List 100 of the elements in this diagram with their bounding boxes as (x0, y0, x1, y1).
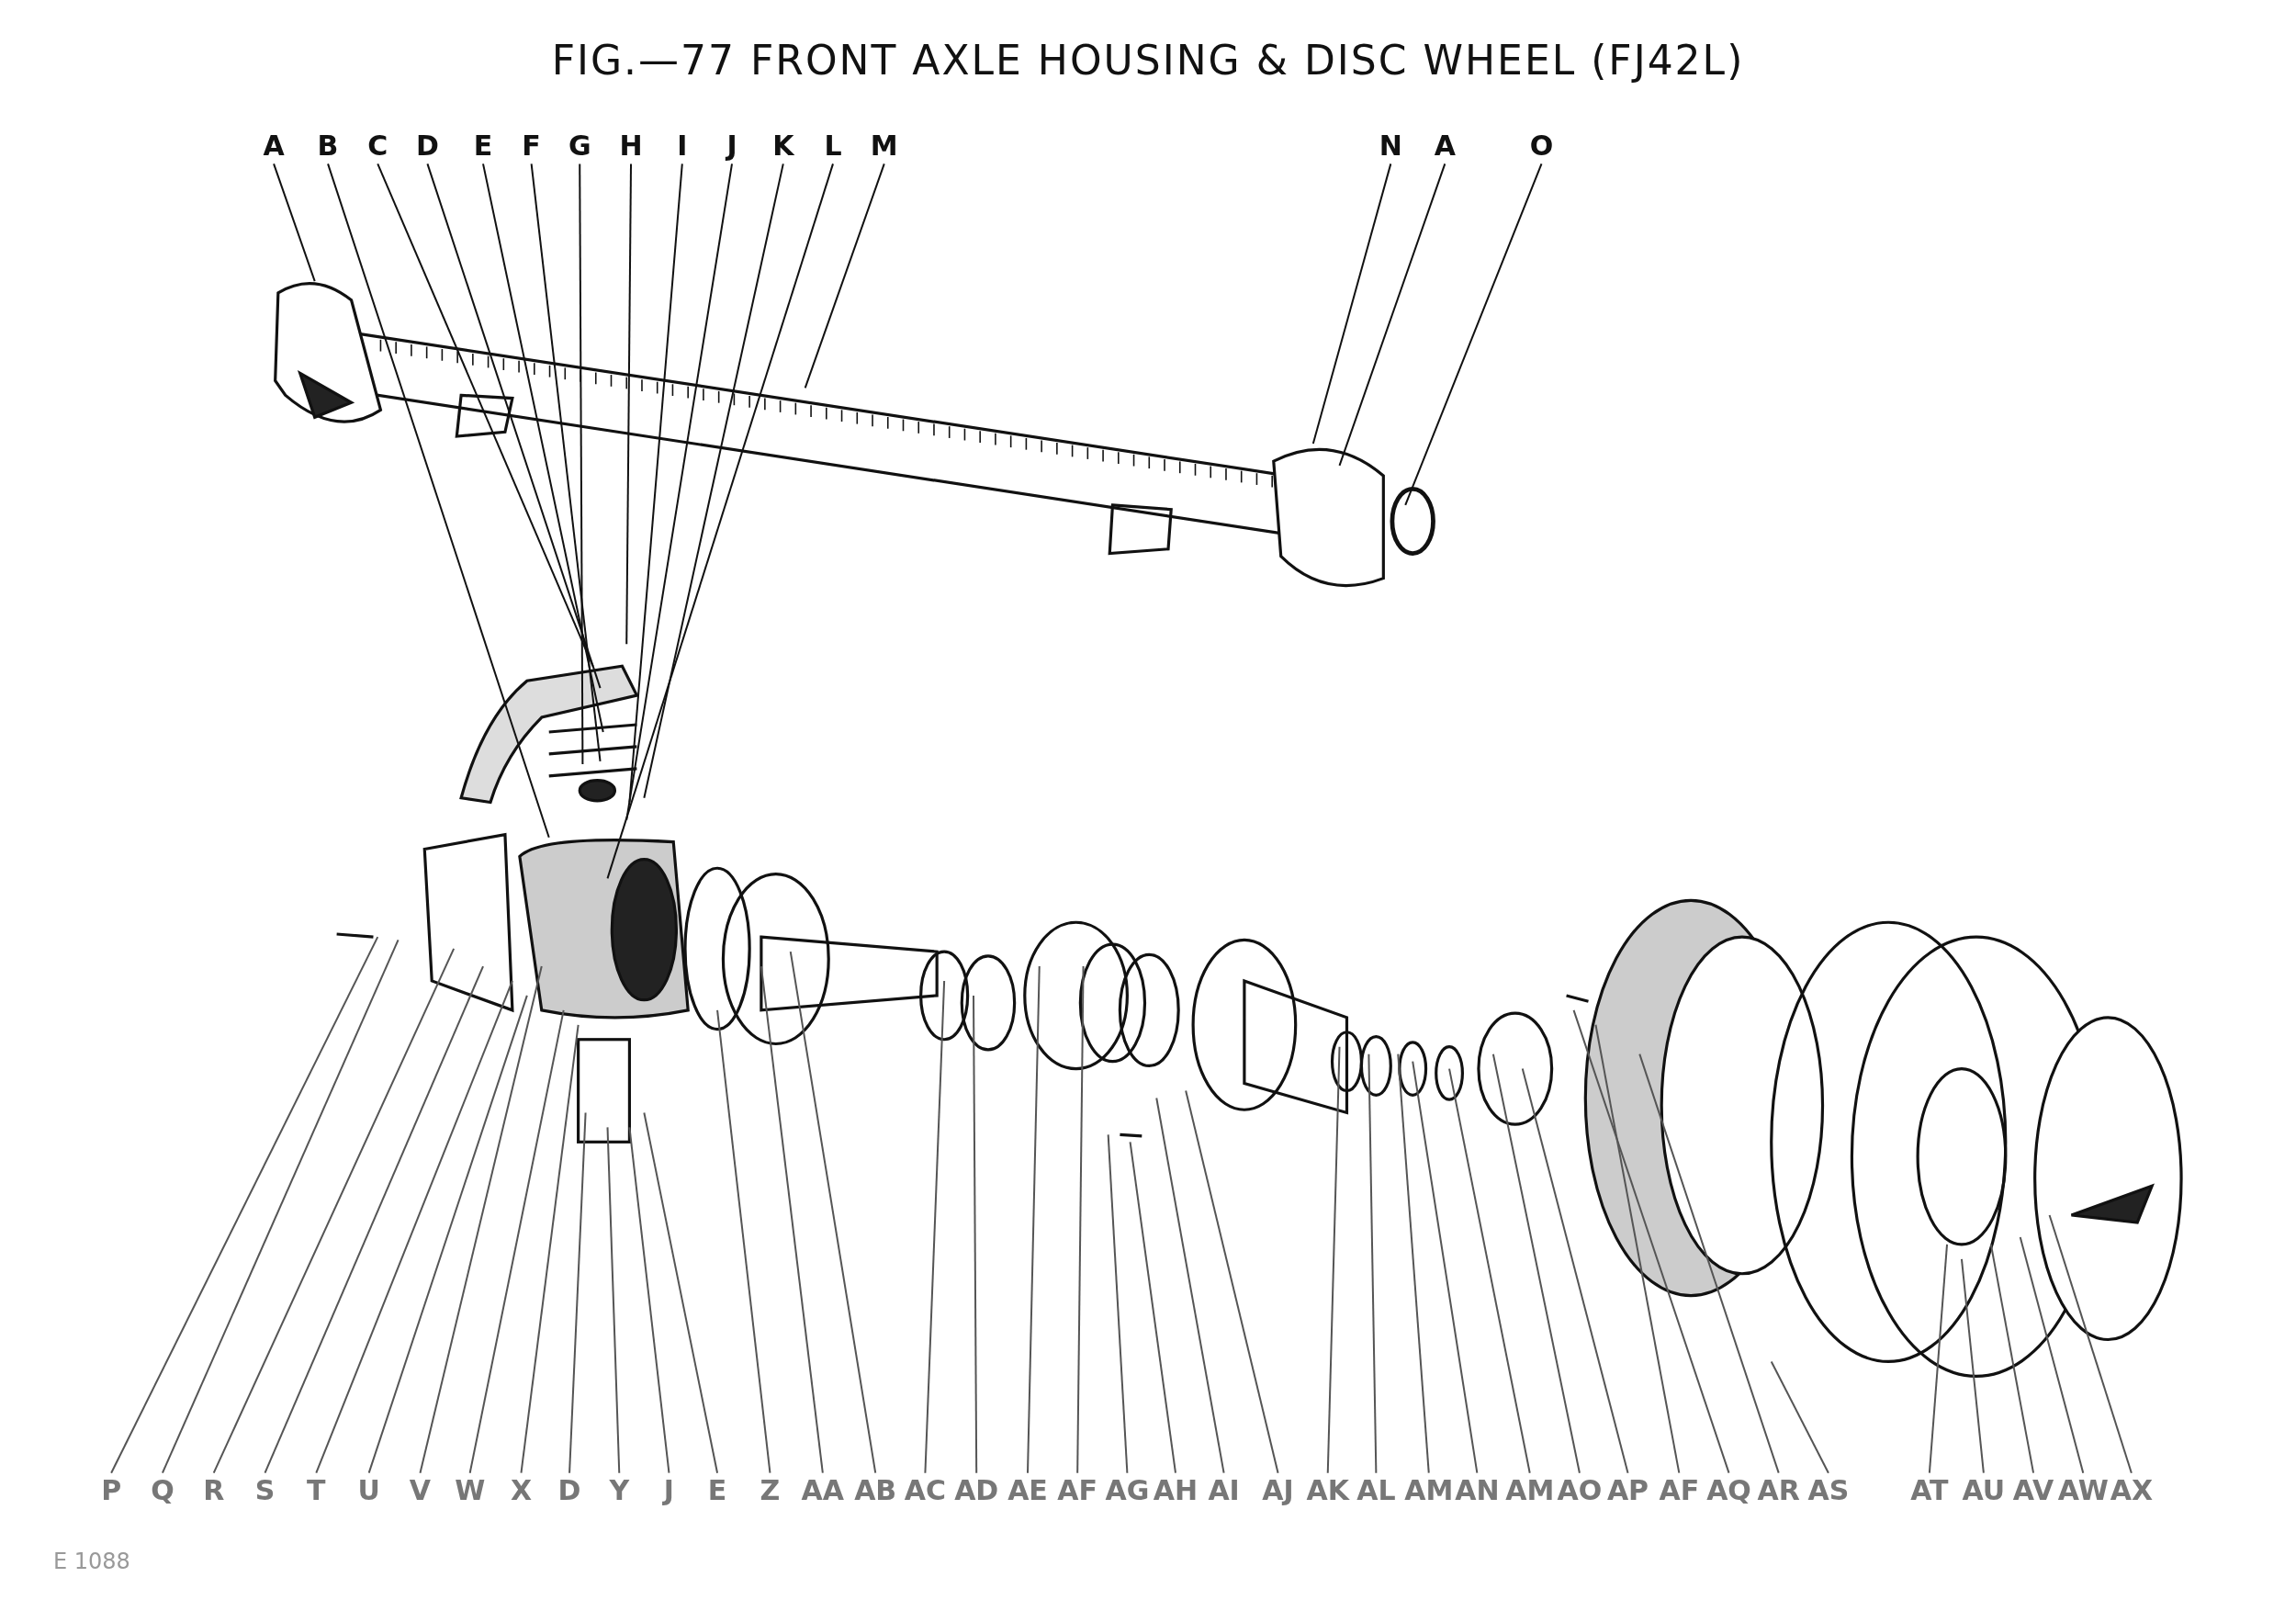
callout-letter: L (824, 130, 842, 163)
callout-letter: T (307, 1474, 326, 1506)
callout-letter: AK (1306, 1474, 1349, 1506)
callout-letter: C (367, 130, 388, 163)
callout-letter: A (263, 130, 285, 163)
callout-letter: P (101, 1474, 122, 1506)
callout-letter: AI (1208, 1474, 1240, 1506)
callout-letter: AN (1455, 1474, 1500, 1506)
callout-letter: I (677, 130, 688, 163)
leader-line (1638, 1053, 1780, 1474)
callout-letter: AP (1606, 1474, 1649, 1506)
leader-line (1107, 1133, 1129, 1474)
callout-letter: AS (1807, 1474, 1850, 1506)
callout-letter: E (707, 1474, 727, 1506)
leader-line (643, 1111, 719, 1474)
leader-line (625, 163, 632, 646)
callout-letter: V (409, 1474, 432, 1506)
leader-line (520, 1023, 580, 1474)
leader-line (1521, 1067, 1629, 1474)
leader-line (568, 1111, 587, 1474)
callout-letter: D (416, 130, 439, 163)
callout-letter: W (455, 1474, 486, 1506)
leader-line (1594, 1023, 1681, 1474)
callout-letter: AB (854, 1474, 897, 1506)
callout-letter: AG (1105, 1474, 1150, 1506)
leader-line (1989, 1243, 2035, 1474)
leader-line (789, 951, 877, 1474)
callout-letter: O (1529, 130, 1554, 163)
leader-line (1027, 965, 1041, 1474)
leader-line (924, 980, 946, 1474)
callout-letter: D (557, 1474, 581, 1506)
callout-letter: AM (1404, 1474, 1454, 1506)
leader-line (1367, 1053, 1378, 1474)
leader-line (212, 947, 456, 1474)
callout-letter: A (1434, 130, 1456, 163)
callout-letter: AJ (1262, 1474, 1294, 1506)
callout-letter: AM (1505, 1474, 1555, 1506)
callout-letter: AF (1057, 1474, 1098, 1506)
leader-line (625, 163, 733, 821)
callout-letter: M (870, 130, 898, 163)
callout-letter: K (772, 130, 794, 163)
leader-line (1397, 1053, 1430, 1474)
leader-line (426, 163, 602, 690)
callout-letter: AO (1557, 1474, 1603, 1506)
leader-line (2019, 1235, 2085, 1474)
leader-line (530, 163, 602, 762)
leader-line (161, 939, 400, 1474)
callout-letter: Y (609, 1474, 630, 1506)
callout-letter: AV (2012, 1474, 2054, 1506)
callout-letter: U (357, 1474, 380, 1506)
callout-letter: R (203, 1474, 225, 1506)
leader-line (468, 1008, 565, 1474)
leader-line (1928, 1243, 1948, 1474)
callout-letter: J (663, 1474, 675, 1506)
leader-line (2048, 1214, 2133, 1474)
callout-letter: B (317, 130, 339, 163)
leader-line (973, 994, 978, 1474)
leader-line (1960, 1257, 1985, 1474)
leader-line (1448, 1067, 1531, 1474)
callout-letter: E (473, 130, 493, 163)
leader-line (419, 965, 543, 1474)
leader-line (1311, 163, 1392, 445)
leader-line (1326, 1045, 1341, 1474)
callout-letter: X (510, 1474, 532, 1506)
callout-letter: G (568, 130, 591, 163)
callout-letter: AR (1757, 1474, 1800, 1506)
leader-line (1338, 163, 1446, 467)
callout-letter: AX (2110, 1474, 2154, 1506)
leader-line (760, 965, 824, 1474)
leader-line (1491, 1053, 1581, 1474)
leader-line (1770, 1360, 1829, 1474)
callout-letter: J (726, 130, 737, 163)
callout-letter: AC (904, 1474, 946, 1506)
leader-line (579, 163, 584, 766)
figure-title: FIG.—77 FRONT AXLE HOUSING & DISC WHEEL (FJ42L) (550, 37, 1746, 84)
leader-line (628, 1126, 670, 1474)
callout-letter: F (522, 130, 541, 163)
leader-line (1185, 1089, 1279, 1474)
callout-letter: H (619, 130, 643, 163)
leader-line (264, 965, 484, 1474)
leader-line (606, 163, 834, 880)
leader-line (327, 163, 550, 839)
leader-line (1404, 163, 1543, 506)
callout-letter: AF (1659, 1474, 1700, 1506)
leader-line (1412, 1060, 1479, 1474)
leader-line (643, 163, 784, 799)
leader-line (804, 163, 885, 389)
leader-line (606, 1126, 621, 1474)
callout-letter: S (254, 1474, 276, 1506)
callout-letter: AD (954, 1474, 999, 1506)
callout-letter: AL (1356, 1474, 1396, 1506)
leader-line (482, 163, 604, 733)
callout-letter: AA (801, 1474, 845, 1506)
page-code: E 1088 (53, 1549, 130, 1574)
leader-line (1155, 1097, 1225, 1474)
callout-letter: AW (2057, 1474, 2109, 1506)
leader-line (1572, 1008, 1730, 1474)
callout-letter: AH (1153, 1474, 1199, 1506)
leader-line (367, 994, 528, 1474)
callout-letter: AU (1962, 1474, 2006, 1506)
